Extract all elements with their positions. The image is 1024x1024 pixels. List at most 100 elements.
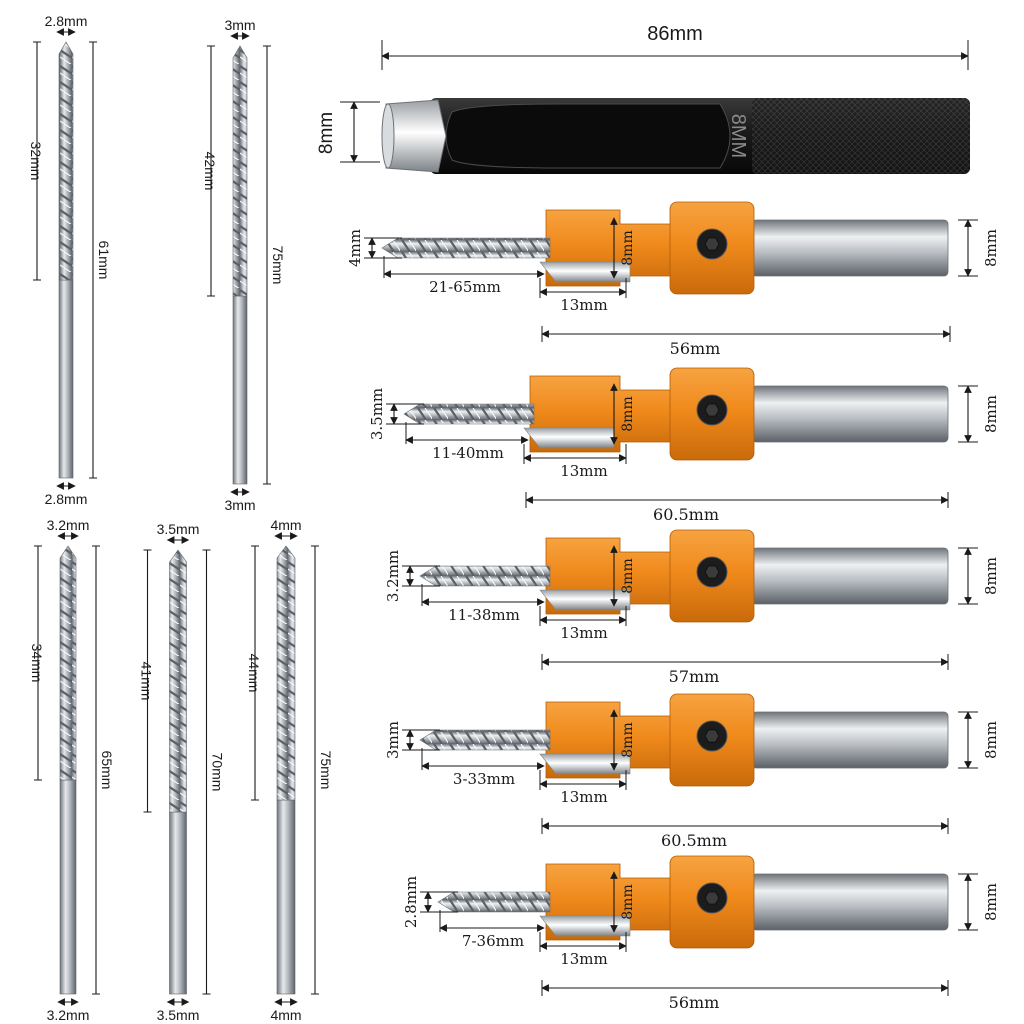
punch-tip: [381, 103, 395, 169]
countersink-shank: [751, 873, 949, 931]
hex-socket: [704, 891, 720, 905]
bit-diameter-label: 3.2mm: [384, 550, 402, 602]
pilot-drill: [381, 237, 551, 259]
total-length-label: 65mm: [99, 751, 115, 790]
cutter-blade: [539, 753, 631, 775]
top-width-label: 3.2mm: [47, 517, 90, 533]
depth-range-label: 11-38mm: [448, 606, 520, 624]
drill-bit-4: 3.5mm 3.5mm 41mm 70mm: [139, 521, 226, 1023]
top-width-label: 2.8mm: [45, 13, 88, 29]
countersink-shank: [751, 711, 949, 769]
total-length-label: 60.5mm: [653, 505, 719, 524]
bottom-width-label: 2.8mm: [45, 491, 88, 507]
flute-length-label: 42mm: [202, 152, 218, 191]
head-diameter-label: 8mm: [620, 558, 636, 593]
cutter-blade: [539, 261, 631, 283]
drill-shank: [169, 811, 187, 995]
shank-diameter-label: 8mm: [982, 395, 1000, 433]
countersink-3: 3.2mm 11-38mm 13mm 8mm 8mm 57mm: [384, 529, 1000, 686]
countersink-2: 3.5mm 11-40mm 13mm 8mm 8mm 60.5mm: [368, 367, 1000, 524]
head-diameter-label: 8mm: [620, 722, 636, 757]
top-width-label: 4mm: [270, 517, 301, 533]
depth-range-label: 3-33mm: [453, 770, 515, 788]
drill-shank: [58, 279, 74, 479]
total-length-label: 56mm: [670, 339, 721, 358]
countersink-shank: [751, 219, 949, 277]
pilot-drill: [403, 403, 535, 425]
shank-diameter-label: 8mm: [982, 229, 1000, 267]
punch-engraving: 8MM: [727, 114, 749, 158]
collar-length-label: 13mm: [560, 624, 608, 642]
drill-shank: [59, 779, 77, 995]
drill-flute: [232, 45, 248, 297]
collar-length-label: 13mm: [560, 296, 608, 314]
bit-diameter-label: 2.8mm: [402, 876, 420, 928]
flute-length-label: 44mm: [246, 654, 262, 693]
countersink-4: 3mm 3-33mm 13mm 8mm 8mm 60.5mm: [384, 693, 1000, 850]
bottom-width-label: 3.5mm: [157, 1007, 200, 1023]
bit-diameter-label: 3.5mm: [368, 388, 386, 440]
drill-bit-2: 3mm 3mm 42mm 75mm: [202, 17, 286, 513]
hex-socket: [704, 237, 720, 251]
grip-shade: [752, 98, 970, 174]
countersink-shank: [751, 547, 949, 605]
depth-range-label: 7-36mm: [462, 932, 524, 950]
drill-bits-group: 2.8mm2.8mm32mm61mm3mm3mm42mm75mm3.2mm3.2…: [28, 13, 334, 1023]
punch-slot: [445, 103, 731, 169]
drill-flute: [59, 545, 77, 781]
pilot-drill: [419, 729, 551, 751]
bit-diameter-label: 4mm: [346, 229, 364, 267]
punch-diameter-label: 8mm: [316, 112, 337, 154]
total-length-label: 70mm: [210, 753, 226, 792]
collar-length-label: 13mm: [560, 462, 608, 480]
total-length-label: 57mm: [669, 667, 720, 686]
cutter-blade: [523, 427, 615, 449]
bottom-width-label: 3.2mm: [47, 1007, 90, 1023]
total-length-label: 56mm: [669, 993, 720, 1012]
top-width-label: 3mm: [224, 17, 255, 33]
punch-cutting-edge: [385, 99, 447, 173]
total-length-label: 60.5mm: [661, 831, 727, 850]
head-diameter-label: 8mm: [620, 396, 636, 431]
hex-socket: [704, 565, 720, 579]
countersink-1: 4mm 21-65mm 13mm 8mm 8mm 56mm: [346, 201, 1000, 358]
punch-length-label: 86mm: [647, 23, 703, 45]
bottom-width-label: 4mm: [270, 1007, 301, 1023]
cutter-blade: [539, 915, 631, 937]
flute-length-label: 32mm: [28, 142, 44, 181]
hex-socket: [704, 403, 720, 417]
drill-flute: [58, 41, 74, 281]
drill-bit-1: 2.8mm 2.8mm 32mm 61mm: [28, 13, 112, 507]
bit-diameter-label: 3mm: [384, 721, 402, 759]
drill-bit-3: 3.2mm 3.2mm 34mm 65mm: [29, 517, 115, 1023]
total-length-label: 75mm: [270, 246, 286, 285]
hex-socket: [704, 729, 720, 743]
pilot-drill: [437, 891, 551, 913]
drill-flute: [276, 545, 296, 801]
depth-range-label: 11-40mm: [432, 444, 504, 462]
top-width-label: 3.5mm: [157, 521, 200, 537]
head-diameter-label: 8mm: [620, 884, 636, 919]
collar-length-label: 13mm: [560, 950, 608, 968]
total-length-label: 61mm: [96, 241, 112, 280]
drill-shank: [276, 799, 296, 995]
countersink-shank: [751, 385, 949, 443]
flute-length-label: 34mm: [29, 644, 45, 683]
drill-shank: [232, 295, 248, 485]
shank-diameter-label: 8mm: [982, 557, 1000, 595]
drill-bit-5: 4mm 4mm 44mm 75mm: [246, 517, 334, 1023]
shank-diameter-label: 8mm: [982, 721, 1000, 759]
pilot-drill: [419, 565, 551, 587]
drill-flute: [169, 549, 187, 813]
cutter-blade: [539, 589, 631, 611]
total-length-label: 75mm: [318, 751, 334, 790]
flute-length-label: 41mm: [139, 662, 155, 701]
depth-range-label: 21-65mm: [429, 278, 501, 296]
collar-length-label: 13mm: [560, 788, 608, 806]
head-diameter-label: 8mm: [620, 230, 636, 265]
hole-punch-group: 86mm 8MM 8mm: [316, 23, 970, 174]
bottom-width-label: 3mm: [224, 497, 255, 513]
